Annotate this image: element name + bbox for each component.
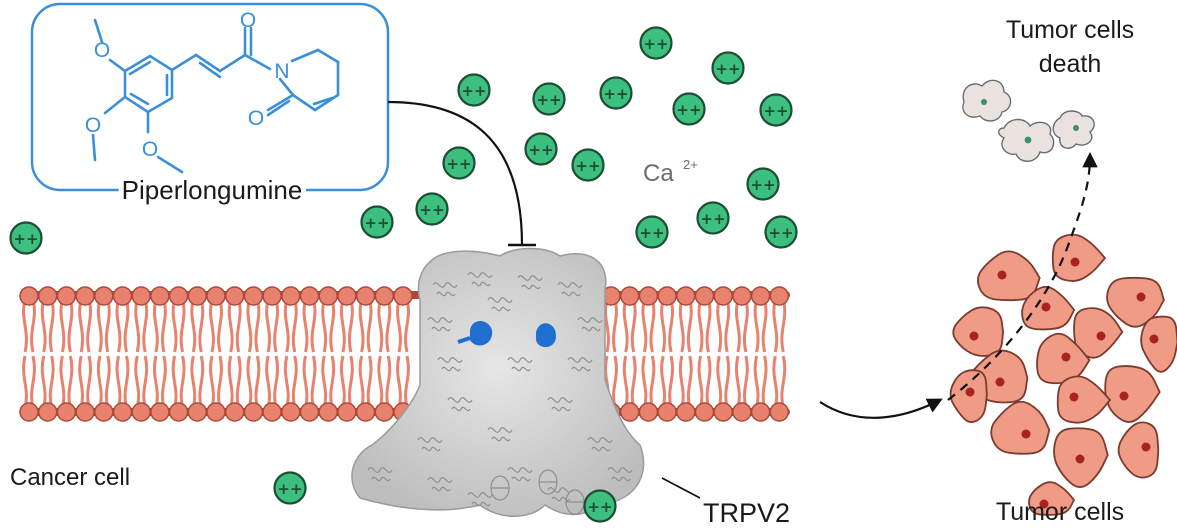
calcium-charge: 2+	[683, 157, 698, 172]
atom-o-bottom: O	[142, 138, 158, 161]
calcium-ion: ++	[571, 148, 605, 182]
progression-arrow	[819, 398, 943, 419]
calcium-ion: ++	[273, 471, 307, 505]
svg-text:++: ++	[676, 101, 701, 119]
tumor-death-label-line2: death	[1039, 50, 1102, 78]
tumor-cell-nucleus	[969, 331, 979, 341]
calcium-ion: ++	[672, 92, 706, 126]
tumor-cell-nucleus	[1039, 499, 1049, 509]
svg-text:++: ++	[536, 91, 561, 109]
tumor-cell	[1028, 481, 1076, 516]
binding-site-right	[536, 323, 556, 348]
tumor-cell-cluster	[949, 233, 1177, 516]
piperlongumine-structure-box: Piperlongumine	[30, 2, 390, 210]
trpv2-label: TRPV2	[703, 498, 790, 528]
calcium-ion: ++	[635, 215, 669, 249]
tumor-cell-nucleus	[1136, 292, 1146, 302]
tumor-cell-nucleus	[1069, 392, 1079, 402]
molecule-atoms: O O O O N O	[85, 9, 290, 161]
tumor-cell-nucleus	[1061, 352, 1071, 362]
calcium-ions: ++ ++ ++ ++ ++ ++ ++ ++ ++ ++ ++ ++ ++ ++ ++ ++ ++ ++ ++	[9, 26, 798, 523]
calcium-symbol: Ca	[643, 160, 674, 187]
calcium-ion: ++	[532, 82, 566, 116]
tumor-cell-nucleus	[1021, 429, 1031, 439]
svg-text:++: ++	[700, 210, 725, 228]
calcium-ion: ++	[524, 132, 558, 166]
svg-text:++: ++	[587, 498, 612, 516]
svg-text:++: ++	[277, 480, 302, 498]
svg-text:++: ++	[639, 224, 664, 242]
tumor-cell-nucleus	[965, 387, 975, 397]
calcium-ion: ++	[696, 201, 730, 235]
calcium-ion: ++	[764, 215, 798, 249]
tumor-cell	[1117, 421, 1160, 479]
svg-text:++: ++	[446, 155, 471, 173]
tumor-cell	[977, 250, 1041, 302]
tumor-cell-nucleus	[1119, 391, 1129, 401]
tumor-cell-nucleus	[1141, 442, 1151, 452]
calcium-ion: ++	[599, 76, 633, 110]
svg-text:++: ++	[715, 60, 740, 78]
tumor-cell-nucleus	[1070, 257, 1080, 267]
molecule-bonds	[91, 18, 340, 174]
calcium-ion: ++	[639, 26, 673, 60]
trpv2-label-group: TRPV2	[661, 477, 790, 528]
cancer-cell-label: Cancer cell	[10, 464, 130, 491]
tumor-cell	[1106, 276, 1165, 328]
calcium-ion: ++	[711, 51, 745, 85]
tumor-cell	[1140, 315, 1177, 373]
atom-o-carbonyl: O	[240, 9, 256, 32]
tumor-cell-nucleus	[995, 377, 1005, 387]
atom-n: N	[274, 60, 289, 83]
svg-text:++: ++	[750, 176, 775, 194]
tumor-cell	[952, 306, 1004, 357]
svg-text:++: ++	[768, 224, 793, 242]
calcium-ion: ++	[746, 167, 780, 201]
calcium-ion: ++	[759, 93, 793, 127]
svg-text:++: ++	[13, 230, 38, 248]
dead-tumor-cells	[962, 79, 1095, 162]
tumor-cell	[1051, 233, 1107, 282]
atom-o-top: O	[94, 39, 110, 62]
atom-o-mid: O	[85, 114, 101, 137]
tumor-cell	[990, 400, 1051, 455]
calcium-ion: ++	[442, 146, 476, 180]
lipid-bilayer-left	[19, 286, 422, 422]
svg-text:++: ++	[364, 214, 389, 232]
tumor-death-label-line1: Tumor cells	[1006, 16, 1134, 44]
svg-text:++: ++	[461, 82, 486, 100]
calcium-ion: ++	[457, 73, 491, 107]
lipid-bilayer-right	[601, 286, 790, 422]
compound-label: Piperlongumine	[122, 175, 303, 205]
calcium-label: Ca 2+	[643, 157, 698, 187]
tumor-cell	[1104, 365, 1161, 423]
tumor-cell-nucleus	[1096, 331, 1106, 341]
binding-site-left	[470, 321, 493, 346]
tumor-cell	[1056, 375, 1112, 424]
calcium-ion: ++	[415, 192, 449, 226]
tumor-cell-nucleus	[1075, 454, 1085, 464]
tumor-cells-label: Tumor cells	[996, 498, 1124, 526]
death-dashed-arrow	[947, 151, 1098, 401]
inhibition-arrow	[387, 100, 536, 247]
atom-o-ring: O	[248, 107, 264, 130]
calcium-ion: ++	[360, 205, 394, 239]
calcium-ion: ++	[9, 221, 43, 255]
svg-text:++: ++	[575, 157, 600, 175]
tumor-cell-nucleus	[997, 270, 1007, 280]
svg-text:++: ++	[603, 85, 628, 103]
tumor-cell-nucleus	[1149, 334, 1159, 344]
svg-text:++: ++	[763, 102, 788, 120]
svg-text:++: ++	[643, 35, 668, 53]
trpv2-channel-protein	[351, 247, 645, 517]
calcium-ion: ++	[583, 489, 617, 523]
svg-text:++: ++	[419, 201, 444, 219]
svg-text:++: ++	[528, 141, 553, 159]
tumor-cell-nucleus	[1041, 302, 1051, 312]
